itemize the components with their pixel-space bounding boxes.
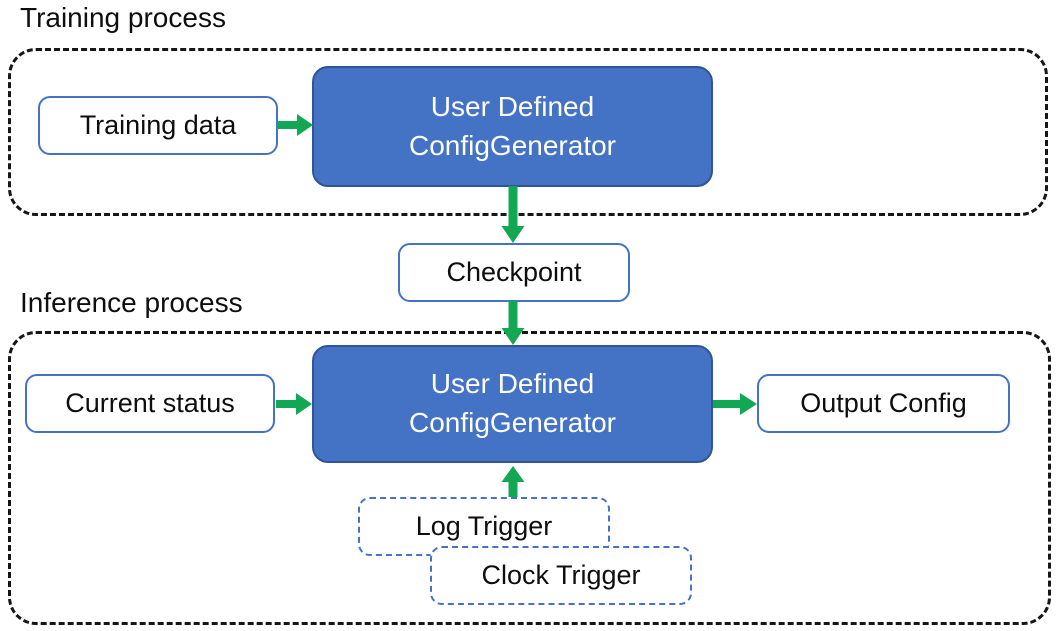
- training-process-label: Training process: [20, 2, 226, 33]
- current-status-box: Current status: [25, 374, 275, 433]
- clock-trigger-label: Clock Trigger: [481, 560, 641, 590]
- checkpoint-box: Checkpoint: [398, 243, 630, 302]
- training-data-label: Training data: [79, 110, 237, 140]
- training-process-container: [8, 48, 1048, 216]
- output-config-label: Output Config: [800, 388, 967, 418]
- training-generator-line2: ConfigGenerator: [408, 129, 616, 161]
- inference-generator-line2: ConfigGenerator: [408, 407, 616, 438]
- current-status-label: Current status: [65, 388, 235, 418]
- checkpoint-label: Checkpoint: [446, 257, 582, 287]
- training-data-box: Training data: [38, 96, 278, 155]
- training-generator-line1: User Defined: [430, 90, 595, 122]
- training-config-generator-box: User Defined ConfigGenerator: [312, 66, 713, 187]
- output-config-box: Output Config: [757, 374, 1010, 433]
- inference-config-generator-box: User Defined ConfigGenerator: [312, 345, 713, 463]
- inference-process-container: [8, 331, 1051, 625]
- inference-generator-line1: User Defined: [430, 368, 595, 400]
- inference-process-label: Inference process: [20, 287, 243, 318]
- clock-trigger-box: Clock Trigger: [430, 546, 692, 605]
- log-trigger-label: Log Trigger: [415, 511, 553, 541]
